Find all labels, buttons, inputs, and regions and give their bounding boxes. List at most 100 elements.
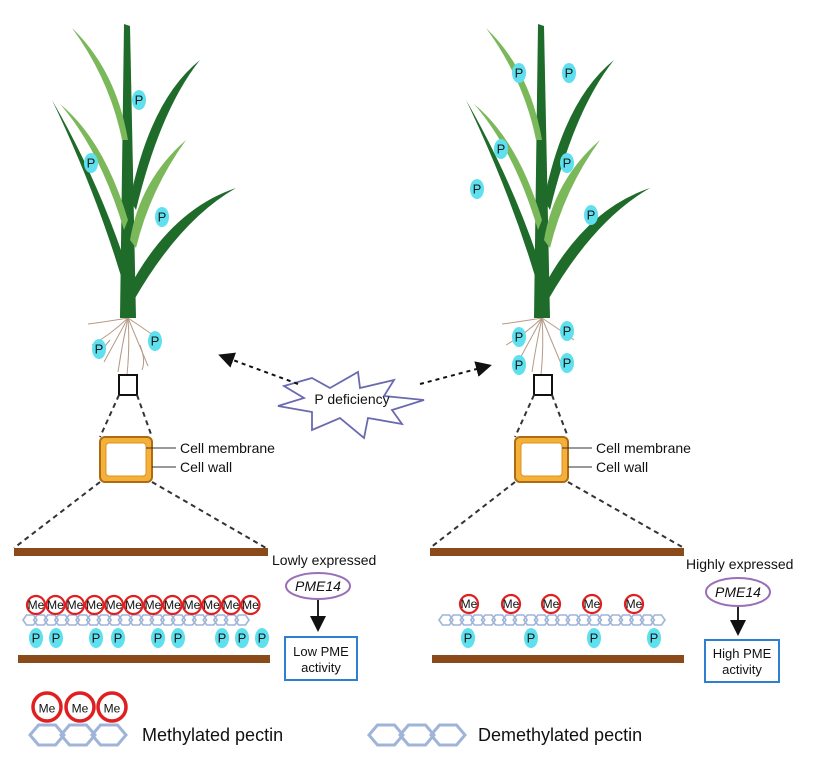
methyl-group: Me	[64, 691, 96, 723]
phosphate-label: P	[515, 330, 524, 345]
methyl-label: Me	[47, 598, 64, 612]
right-leaf-1	[466, 100, 548, 300]
pectin-hexagon	[64, 614, 81, 626]
legend-demethylated-icon	[367, 723, 467, 747]
methyl-label: Me	[86, 598, 103, 612]
pectin-hexagon	[28, 723, 66, 747]
phosphate-dot	[29, 628, 43, 648]
left-stem	[120, 24, 136, 318]
methyl-ring	[31, 691, 63, 723]
phosphate-dot	[255, 628, 269, 648]
pectin-hexagon	[459, 614, 476, 626]
phosphate-dot	[111, 628, 125, 648]
phosphate-dot	[524, 628, 538, 648]
left-cell-wall-label: Cell wall	[180, 459, 232, 475]
methyl-label: Me	[125, 598, 142, 612]
phosphate-dot	[494, 139, 508, 159]
left-leaf-4	[60, 104, 128, 230]
pectin-hexagon	[170, 614, 187, 626]
plant-phosphate-right: P	[560, 321, 574, 341]
phosphate-dot	[215, 628, 229, 648]
pectin-hexagon	[448, 614, 465, 626]
phosphate-dot	[512, 355, 526, 375]
pectin-hexagon	[191, 614, 208, 626]
phosphate-dot	[560, 353, 574, 373]
right-leaf-4	[474, 104, 542, 230]
pectin-hexagon	[202, 614, 219, 626]
pectin-hexagon	[607, 614, 624, 626]
pectin-hexagon	[138, 614, 155, 626]
phosphate-label: P	[32, 631, 41, 646]
methyl-ring	[64, 594, 86, 616]
pectin-hexagon	[75, 614, 91, 626]
phosphate-label: P	[650, 631, 659, 646]
methyl-group: Me	[64, 594, 86, 616]
methyl-label: Me	[223, 598, 240, 612]
methyl-ring	[181, 594, 203, 616]
phosphate-label: P	[527, 631, 536, 646]
phosphate-dot	[584, 205, 598, 225]
left-cell-interior	[105, 442, 147, 477]
methyl-group: Me	[201, 594, 222, 616]
methyl-group: Me	[25, 594, 47, 616]
pectin-hexagon	[618, 614, 635, 626]
pectin-hexagon	[554, 614, 571, 626]
pectin-hexagon	[22, 614, 38, 626]
methyl-group: Me	[458, 593, 480, 615]
pectin-hexagon	[522, 614, 539, 626]
left-activity-box	[284, 636, 358, 681]
phosphate-label: P	[154, 631, 163, 646]
phosphate-label: P	[174, 631, 183, 646]
phosphate-label: P	[151, 334, 160, 349]
methyl-ring	[25, 594, 47, 616]
plant-phosphate-right: P	[560, 353, 574, 373]
methyl-label: Me	[503, 597, 520, 611]
phosphate-label: P	[565, 66, 574, 81]
wall-phosphate-left: P	[255, 628, 269, 648]
pectin-hexagon	[501, 614, 518, 626]
pectin-hexagon	[212, 614, 229, 626]
left-plant	[52, 24, 236, 376]
phosphate-label: P	[258, 631, 267, 646]
phosphate-dot	[132, 90, 146, 110]
methyl-label: Me	[72, 701, 89, 715]
plant-phosphate-right: P	[470, 179, 484, 199]
methyl-ring	[123, 594, 144, 616]
left-gene-ellipse	[285, 572, 351, 600]
pectin-hexagon	[43, 614, 60, 626]
phosphate-dot	[49, 628, 63, 648]
wall-phosphate-left: P	[49, 628, 63, 648]
plant-phosphate-right: P	[512, 355, 526, 375]
methyl-group: Me	[162, 594, 183, 616]
methyl-group: Me	[581, 593, 603, 615]
phosphate-label: P	[473, 182, 482, 197]
phosphate-label: P	[92, 631, 101, 646]
phosphate-label: P	[515, 358, 524, 373]
methyl-group: Me	[142, 594, 164, 616]
methyl-group: Me	[220, 594, 242, 616]
phosphate-label: P	[238, 631, 247, 646]
pectin-hexagon	[32, 614, 49, 626]
left-leaf-1	[52, 100, 134, 300]
left-gene-label: PME14	[295, 578, 341, 594]
phosphate-label: P	[590, 631, 599, 646]
methyl-ring	[240, 594, 261, 616]
pectin-hexagon	[106, 614, 123, 626]
phosphate-label: P	[158, 210, 167, 225]
left-activity-line2: activity	[301, 660, 341, 675]
phosphate-label: P	[114, 631, 123, 646]
right-lower-wall-bar	[432, 655, 684, 663]
methyl-group: Me	[45, 594, 66, 616]
left-lower-wall-bar	[18, 655, 270, 663]
phosphate-label: P	[218, 631, 227, 646]
phosphate-label: P	[52, 631, 61, 646]
wall-phosphate-right: P	[461, 628, 475, 648]
methyl-group: Me	[96, 691, 128, 723]
methyl-ring	[64, 691, 96, 723]
right-upper-wall-bar	[430, 548, 684, 556]
phosphate-dot	[461, 628, 475, 648]
methyl-ring	[162, 594, 183, 616]
right-leaf-3	[542, 188, 650, 300]
pectin-hexagon	[533, 614, 550, 626]
